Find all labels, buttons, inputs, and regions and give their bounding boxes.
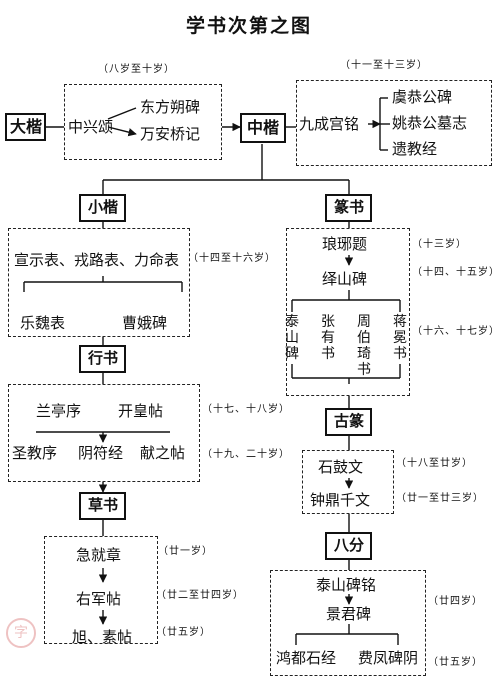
age-label: （十三岁）	[412, 239, 467, 250]
text-zhou-bo-qi-vertical: 周伯琦书	[357, 314, 371, 378]
node-box-dakai	[5, 113, 46, 141]
age-label: （廿二至廿四岁）	[156, 590, 244, 601]
text-you-jun-tie: 右军帖	[76, 590, 122, 608]
node-dakai: 大楷	[10, 117, 43, 136]
node-box-zhongkai	[240, 113, 286, 143]
node-box-xingshu	[79, 345, 126, 373]
age-label: （廿一岁）	[158, 546, 213, 557]
text-jiu-cheng-gong: 九成宫铭	[299, 115, 360, 133]
group-box-bafen	[270, 570, 426, 676]
node-caoshu: 草书	[88, 496, 119, 514]
text-jiang-mian-vertical: 蒋冕书	[393, 314, 407, 362]
text-yin-fu-jing: 阴符经	[78, 444, 124, 462]
text-kai-huang-tie: 开皇帖	[118, 402, 164, 420]
node-xiaokai: 小楷	[88, 198, 119, 216]
age-label: （十四至十六岁）	[188, 253, 276, 264]
age-label: （八岁至十岁）	[98, 64, 175, 75]
node-guzhuan: 古篆	[334, 412, 365, 430]
group-box-zhongxingsong	[64, 84, 222, 160]
text-lang-ya-ti: 琅琊题	[322, 235, 368, 253]
age-label: （十四、十五岁）	[412, 267, 500, 278]
age-label: （廿五岁）	[156, 627, 211, 638]
age-label: （廿一至廿三岁）	[396, 493, 484, 504]
group-box-guzhuan	[302, 450, 394, 514]
age-label: （十一至十三岁）	[340, 60, 428, 71]
age-label: （廿五岁）	[428, 657, 483, 668]
node-box-zhuanshu	[325, 194, 372, 222]
text-xian-zhi-tie: 献之帖	[140, 444, 186, 462]
node-zhongkai: 中楷	[247, 118, 280, 137]
age-label: （十八至廿岁）	[396, 458, 473, 469]
text-jing-jun-bei: 景君碑	[326, 605, 372, 623]
text-cao-e-bei: 曹娥碑	[122, 314, 168, 332]
text-tai-shan-bei-ming: 泰山碑铭	[316, 576, 377, 594]
text-lan-ting-xu: 兰亭序	[36, 402, 82, 420]
node-box-bafen	[325, 532, 372, 560]
group-box-jiuchenggong	[296, 80, 492, 166]
age-label: （十六、十七岁）	[412, 326, 500, 337]
text-wan-an-qiao: 万安桥记	[140, 125, 201, 143]
text-zhong-xing-song: 中兴颂	[68, 118, 114, 136]
text-yi-jiao-jing: 遗教经	[392, 140, 438, 158]
text-yao-gong-gong: 姚恭公墓志	[392, 114, 468, 132]
text-tai-shan-bei-vertical: 泰山碑	[285, 314, 299, 362]
group-box-xiaokai	[8, 228, 190, 337]
node-box-caoshu	[79, 492, 126, 520]
node-box-guzhuan	[325, 408, 372, 436]
text-ji-jiu-zhang: 急就章	[76, 546, 122, 564]
text-xuan-shi-biao: 宣示表、戎路表、力命表	[14, 251, 180, 269]
text-sheng-jiao-xu: 圣教序	[12, 444, 58, 462]
age-label: （廿四岁）	[428, 596, 483, 607]
text-zhong-ding-qian-wen: 钟鼎千文	[310, 491, 371, 509]
group-box-xingshu	[8, 384, 200, 482]
text-fei-feng-bei-yin: 费凤碑阴	[358, 649, 419, 667]
age-label: （十九、二十岁）	[202, 449, 290, 460]
node-bafen: 八分	[334, 536, 365, 554]
text-shi-gu-wen: 石鼓文	[318, 458, 364, 476]
text-dong-fang-shuo: 东方朔碑	[140, 98, 201, 116]
text-yu-gong-gong: 虞恭公碑	[392, 88, 453, 106]
text-hong-du-shi-jing: 鸿都石经	[276, 649, 337, 667]
node-xingshu: 行书	[88, 349, 119, 367]
group-box-zhuanshu	[286, 228, 410, 396]
node-zhuanshu: 篆书	[334, 198, 365, 216]
text-xu-su-tie: 旭、素帖	[72, 628, 133, 646]
text-zhang-you-shu-vertical: 张有书	[321, 314, 335, 362]
page-title: 学书次第之图	[186, 15, 313, 37]
group-box-caoshu	[44, 536, 158, 644]
text-yi-shan-bei: 绎山碑	[322, 270, 368, 288]
node-box-xiaokai	[79, 194, 126, 222]
text-le-yi-lun: 乐魏表	[20, 314, 66, 332]
age-label: （十七、十八岁）	[202, 404, 290, 415]
seal-stamp: 字	[6, 618, 36, 648]
